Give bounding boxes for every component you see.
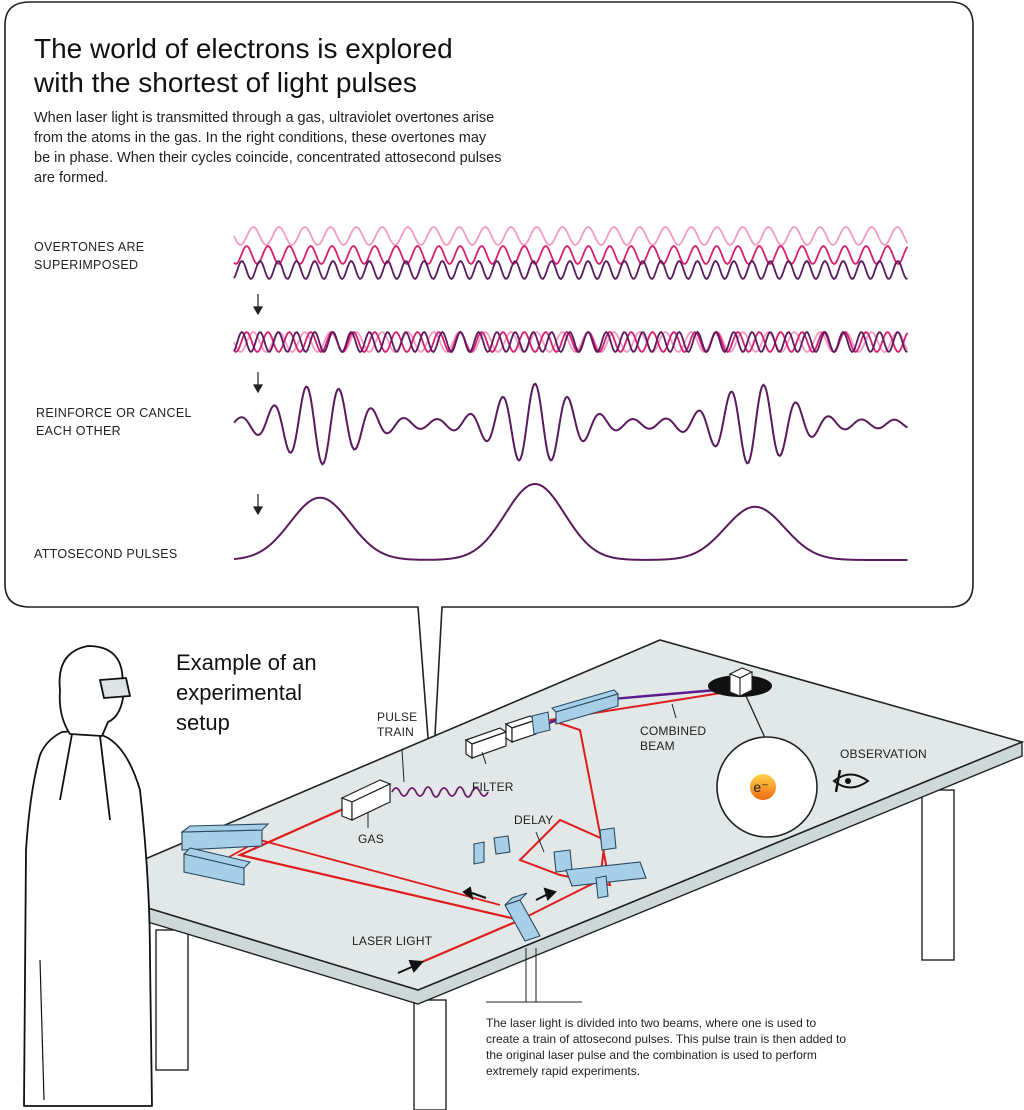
- panel-title: The world of electrons is explored with …: [34, 33, 453, 98]
- laser-beam-branch: [518, 689, 741, 921]
- label-filter: FILTER: [472, 780, 514, 794]
- delay-stage: [473, 827, 647, 899]
- table-legs: [155, 789, 955, 1110]
- pulse-train-wave: [391, 786, 489, 798]
- scientist-figure: [23, 645, 153, 1107]
- label-delay: DELAY: [514, 813, 554, 827]
- wave-attosecond-pulses: [233, 483, 908, 561]
- step-arrow: [252, 294, 264, 516]
- wave-overtone-1: [233, 226, 909, 246]
- wave-overtone-2: [233, 244, 909, 266]
- beam-splitter: [504, 892, 541, 942]
- target-cube: [728, 667, 754, 697]
- wave-row-combined: [233, 330, 909, 354]
- electron-label: e⁻: [753, 779, 769, 795]
- panel-intro: When laser light is transmitted through …: [34, 110, 502, 186]
- wave-overlap-3: [233, 330, 908, 354]
- eye-pupil-icon: [845, 778, 851, 784]
- electron-icon: [750, 774, 776, 800]
- wave-row-reinforce: [233, 382, 908, 466]
- label-reinforce: REINFORCE OR CANCEL EACH OTHER: [36, 406, 192, 438]
- mirror-top: [531, 689, 620, 735]
- label-attosecond: ATTOSECOND PULSES: [34, 547, 178, 561]
- label-leaders: [367, 703, 677, 1003]
- laser-beam: [236, 803, 524, 964]
- mirror-left: [180, 823, 270, 886]
- label-pulse-train: PULSE TRAIN: [377, 710, 418, 739]
- wave-overtone-3: [233, 259, 908, 281]
- eye-icon: [832, 769, 870, 793]
- wave-row-attosecond: [233, 483, 908, 561]
- wave-overlap-1: [233, 331, 909, 353]
- label-combined-beam: COMBINED BEAM: [640, 724, 707, 753]
- wave-row-superimposed: [233, 226, 909, 281]
- callout-panel-outline: [4, 1, 974, 791]
- label-gas: GAS: [358, 832, 384, 846]
- label-laser-light: LASER LIGHT: [352, 934, 433, 948]
- zoom-line: [745, 695, 767, 741]
- setup-caption: The laser light is divided into two beam…: [486, 1016, 846, 1078]
- wave-interference: [233, 382, 908, 466]
- gas-cell: [340, 779, 392, 821]
- label-observation: OBSERVATION: [840, 747, 927, 761]
- setup-title: Example of an experimental setup: [176, 650, 317, 735]
- filter-element: [464, 715, 538, 760]
- label-superimposed: OVERTONES ARE SUPERIMPOSED: [34, 240, 145, 272]
- direction-arrow-icon: [397, 886, 557, 974]
